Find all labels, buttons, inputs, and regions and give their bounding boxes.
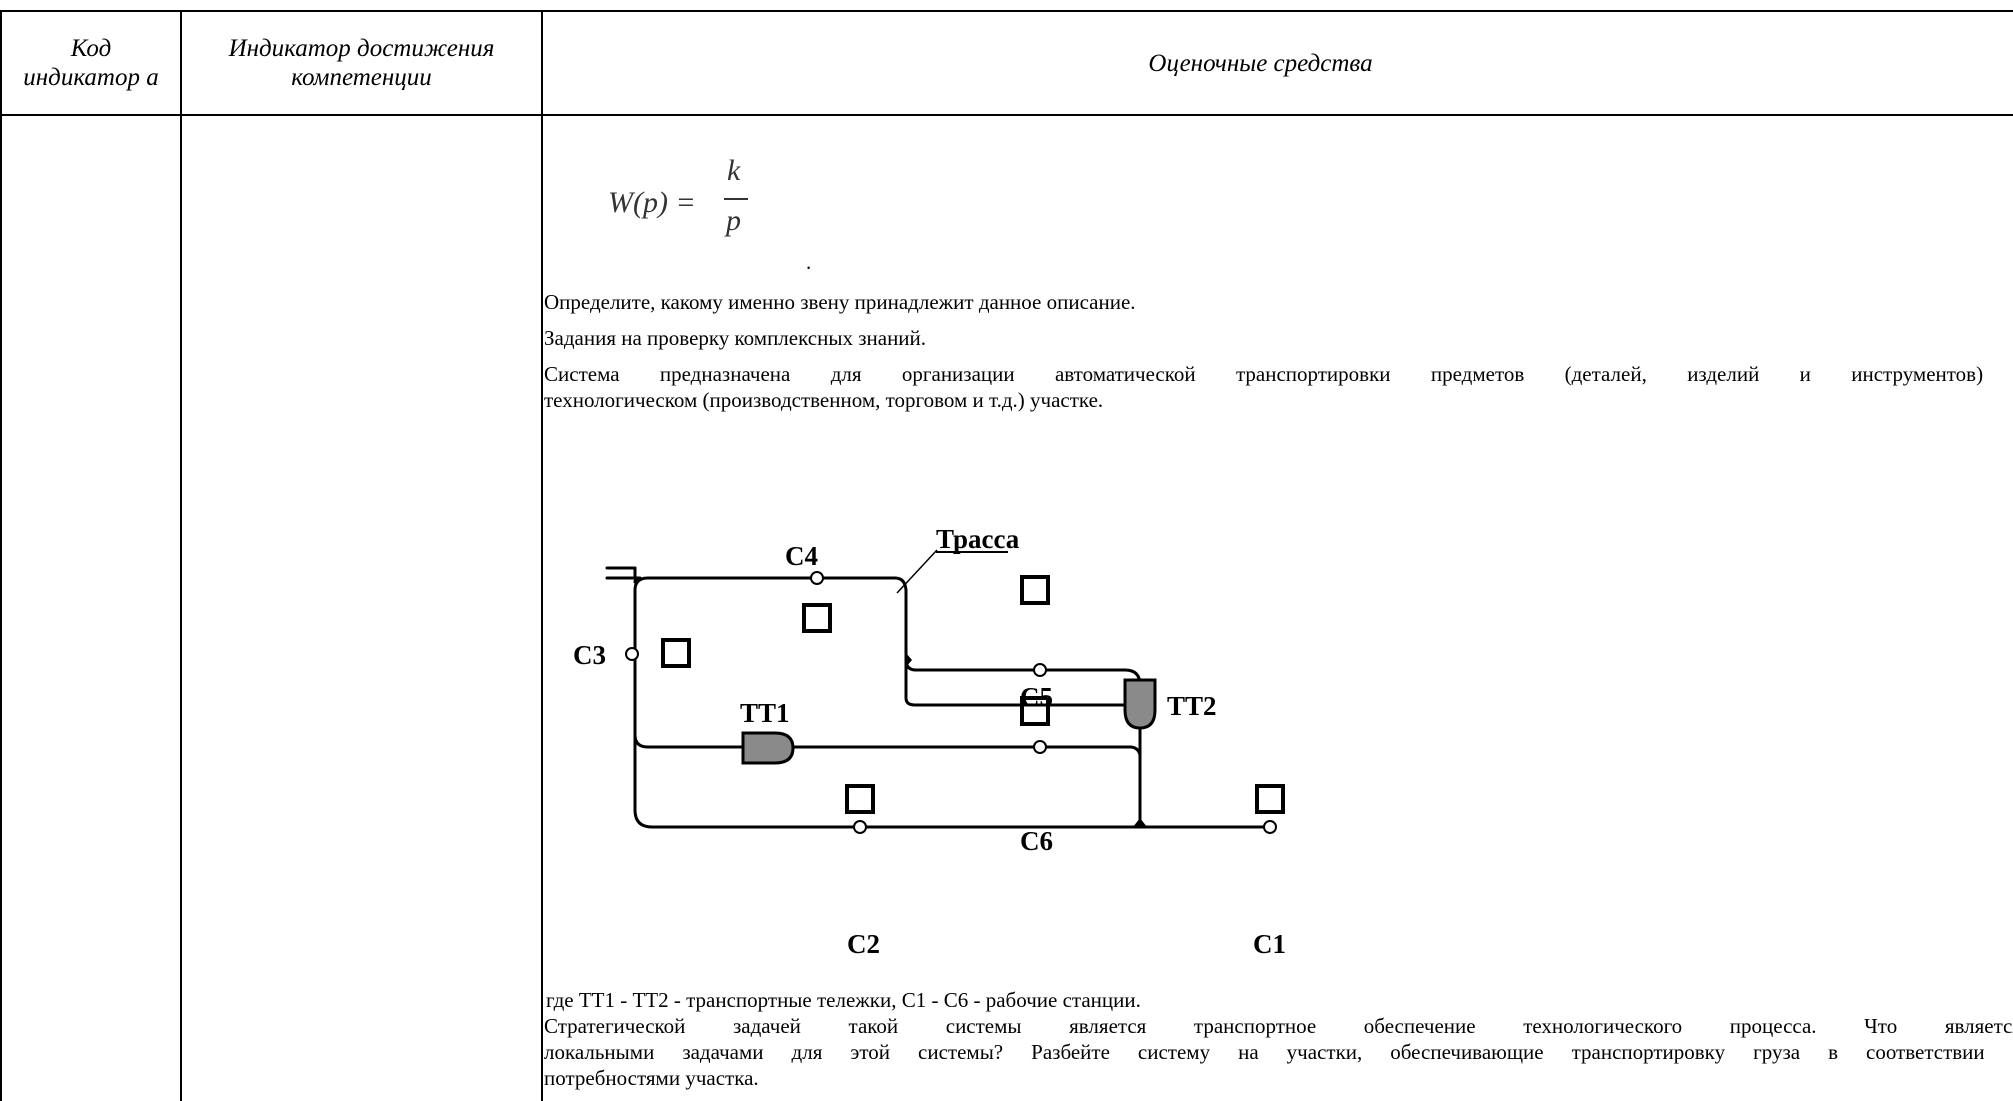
station-node-c3 bbox=[625, 647, 639, 661]
label-c4: C4 bbox=[785, 541, 818, 571]
junction-lower bbox=[1133, 818, 1147, 827]
station-node-c1 bbox=[1263, 820, 1277, 834]
label-tt1: TT1 bbox=[740, 698, 790, 728]
formula-denominator: p bbox=[726, 204, 741, 237]
header-assessment-tools-text: Оценочные средства bbox=[1148, 49, 1373, 77]
paragraph-system-purpose-line-2: технологическом (производственном, торго… bbox=[544, 388, 1104, 412]
label-c1: C1 bbox=[1253, 929, 1286, 959]
formula-fraction-bar bbox=[724, 198, 748, 200]
column-divider-2 bbox=[541, 10, 543, 1101]
track-left-vertical bbox=[633, 590, 1080, 829]
track-middle-horizontal bbox=[633, 734, 1142, 827]
formula-numerator: k bbox=[727, 154, 741, 187]
paragraph-system-purpose: Система предназначена для организации ав… bbox=[544, 361, 2013, 413]
station-box-c5 bbox=[1020, 575, 1050, 605]
station-box-c3 bbox=[661, 638, 691, 668]
station-box-c2 bbox=[845, 784, 875, 814]
station-node-c5 bbox=[1033, 663, 1047, 677]
cart-tt2 bbox=[1123, 678, 1157, 730]
label-track: Трасса bbox=[936, 524, 1020, 554]
transfer-function-formula: W(p) = k p bbox=[608, 150, 778, 250]
transport-system-diagram: Трасса C4 C5 C3 TT1 TT2 C6 C2 C1 bbox=[573, 524, 1286, 959]
table-left-border bbox=[0, 10, 2, 1101]
label-c2: C2 bbox=[847, 929, 880, 959]
track-upper-loop-path bbox=[633, 576, 1140, 707]
label-c3: C3 bbox=[573, 640, 606, 670]
paragraph-complex-knowledge-text: Задания на проверку комплексных знаний. bbox=[544, 326, 927, 350]
station-node-c4 bbox=[810, 571, 824, 585]
table-top-border bbox=[0, 10, 2013, 12]
label-c6: C6 bbox=[1020, 826, 1053, 856]
paragraph-strategic-task-line-1: Стратегической задачей такой системы явл… bbox=[544, 1014, 2013, 1038]
header-bottom-border bbox=[0, 114, 2013, 116]
header-indicator-code: Код индикатор а bbox=[2, 12, 180, 114]
track-label-leader bbox=[896, 549, 938, 594]
paragraph-strategic-task: Стратегической задачей такой системы явл… bbox=[544, 1013, 2013, 1091]
formula-lhs: W(p) = bbox=[608, 186, 696, 219]
header-assessment-tools: Оценочные средства bbox=[543, 12, 1978, 114]
station-box-c4 bbox=[802, 603, 832, 633]
station-node-c6 bbox=[1033, 740, 1047, 754]
paragraph-complex-knowledge: Задания на проверку комплексных знаний. bbox=[544, 325, 2013, 351]
column-divider-1 bbox=[180, 10, 182, 1101]
paragraph-strategic-task-line-2: локальными задачами для этой системы? Ра… bbox=[544, 1040, 2013, 1064]
label-tt2: TT2 bbox=[1167, 691, 1217, 721]
cart-tt1 bbox=[741, 731, 795, 765]
paragraph-system-purpose-line-1: Система предназначена для организации ав… bbox=[544, 362, 2013, 386]
label-c5: C5 bbox=[1020, 682, 1053, 712]
formula-trailing-dot: . bbox=[806, 250, 812, 274]
paragraph-determine-link: Определите, какому именно звену принадле… bbox=[544, 289, 2013, 315]
diagram-caption: где ТТ1 - ТТ2 - транспортные тележки, С1… bbox=[546, 987, 2013, 1013]
station-box-c6 bbox=[1020, 696, 1050, 726]
header-indicator-achievement: Индикатор достижения компетенции bbox=[182, 12, 541, 114]
paragraph-strategic-task-line-3: потребностями участка. bbox=[544, 1066, 759, 1090]
junction-upper bbox=[906, 653, 912, 667]
station-node-c2 bbox=[853, 820, 867, 834]
station-box-c1 bbox=[1255, 784, 1285, 814]
diagram-caption-text: где ТТ1 - ТТ2 - транспортные тележки, С1… bbox=[546, 988, 1141, 1012]
header-indicator-code-text: Код индикатор а bbox=[23, 35, 159, 91]
paragraph-determine-link-text: Определите, какому именно звену принадле… bbox=[544, 290, 1136, 314]
header-indicator-achievement-text: Индикатор достижения компетенции bbox=[228, 35, 495, 91]
